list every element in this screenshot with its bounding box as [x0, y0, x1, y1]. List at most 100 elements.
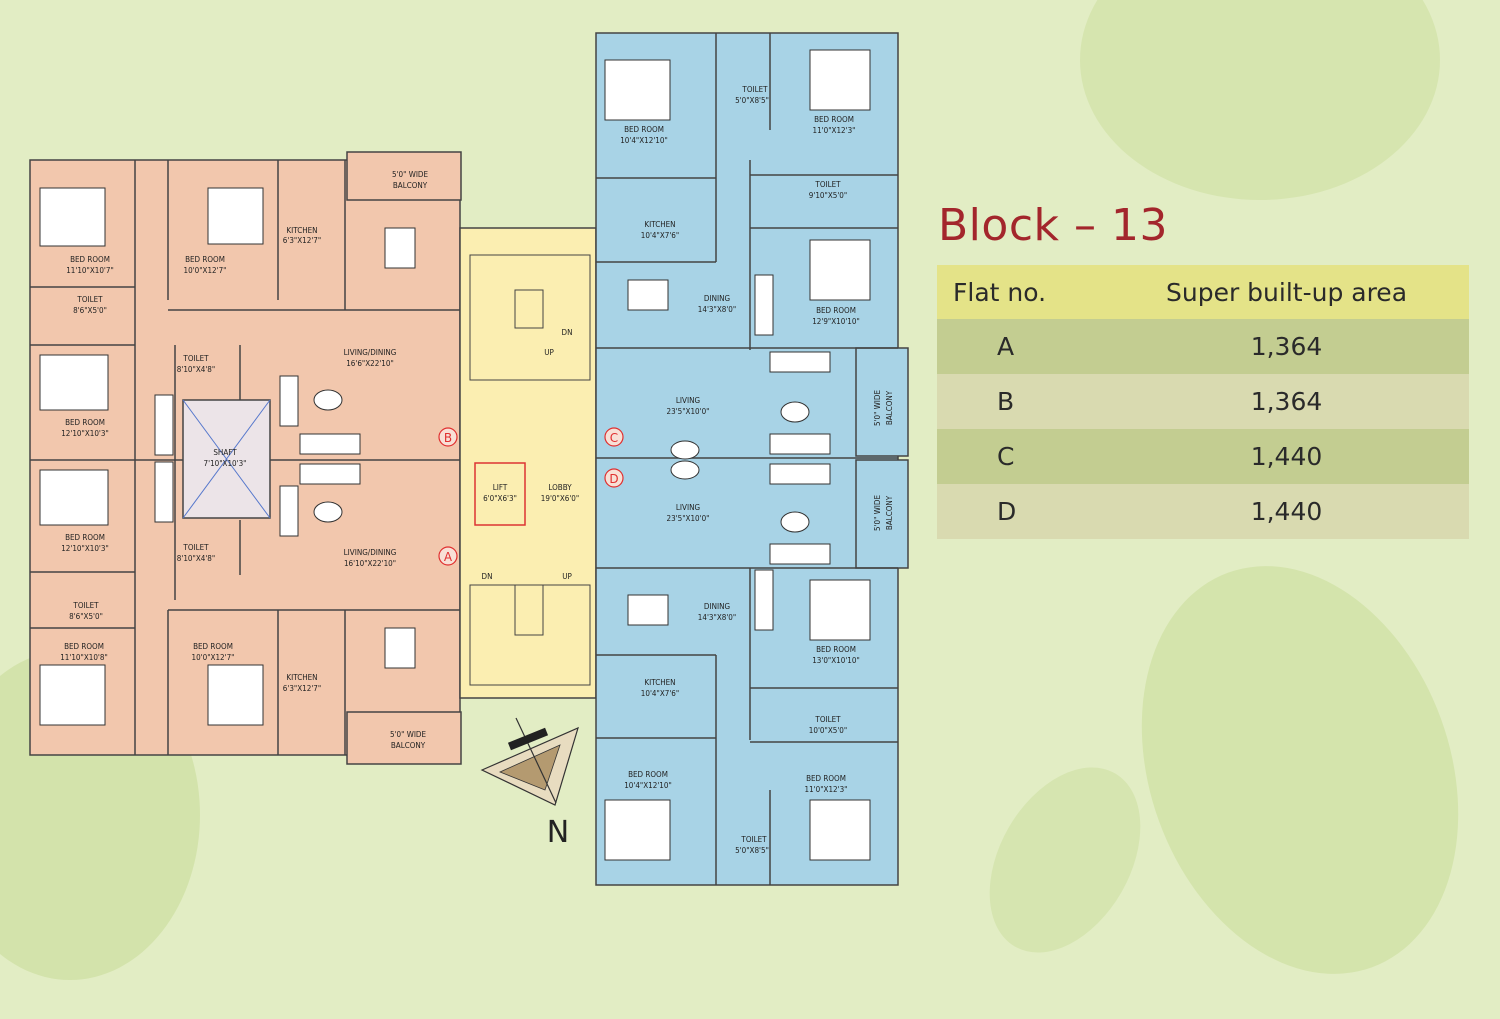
flat-marker-d [604, 468, 624, 488]
room-name: KITCHEN [644, 678, 675, 687]
flat-marker-c-label: C [610, 431, 618, 445]
room-name: TOILET [76, 295, 103, 304]
room-dim: 5'0"X8'5" [735, 846, 769, 855]
stair-label: DN [562, 328, 573, 337]
room-name: TOILET [814, 715, 841, 724]
room-dim: 12'10"X10'3" [61, 429, 109, 438]
room-dim: 16'6"X22'10" [346, 359, 394, 368]
room-dim: 10'4"X7'6" [641, 231, 679, 240]
flat-cell: C [937, 429, 1104, 484]
room-name: 5'0" WIDE [390, 730, 427, 739]
dining-table [627, 279, 669, 311]
dining-table [384, 627, 416, 669]
room-name: KITCHEN [286, 226, 317, 235]
dining-table [384, 227, 416, 269]
bed [809, 239, 871, 301]
room-dim: 8'10"X4'8" [177, 365, 215, 374]
compass-bar [507, 727, 549, 751]
stair-well-top [514, 289, 544, 329]
room-dim: 11'0"X12'3" [805, 785, 848, 794]
room-name: TOILET [814, 180, 841, 189]
area-cell: 1,440 [1104, 484, 1469, 539]
flat-cell: B [937, 374, 1104, 429]
table-row: A 1,364 [937, 319, 1469, 374]
coffee-table [780, 511, 810, 533]
room-dim: 16'10"X22'10" [344, 559, 396, 568]
bed [809, 579, 871, 641]
table-header-row: Flat no. Super built-up area [937, 265, 1469, 319]
room-dim: 23'5"X10'0" [667, 514, 710, 523]
table-row: C 1,440 [937, 429, 1469, 484]
room-name: BED ROOM [65, 533, 105, 542]
stair-label: UP [562, 572, 572, 581]
table-row: D 1,440 [937, 484, 1469, 539]
bed [39, 469, 109, 526]
room-name: BED ROOM [806, 774, 846, 783]
room-name: LOBBY [548, 483, 572, 492]
room-dim: 14'3"X8'0" [698, 305, 736, 314]
room-dim: 6'3"X12'7" [283, 236, 321, 245]
core-area [459, 227, 597, 699]
room-name: TOILET [182, 354, 209, 363]
room-name: LIVING/DINING [344, 348, 397, 357]
room-name: TOILET [72, 601, 99, 610]
compass-label: N [547, 815, 569, 850]
room-dim: 14'3"X8'0" [698, 613, 736, 622]
room-name: TOILET [740, 835, 767, 844]
room-dim: 10'4"X12'10" [624, 781, 672, 790]
coffee-table [780, 401, 810, 423]
room-name: BED ROOM [624, 125, 664, 134]
bed [809, 799, 871, 861]
balcony-top-left [346, 151, 462, 201]
column-header-area: Super built-up area [1104, 265, 1469, 319]
wardrobe [154, 394, 174, 456]
room-name: KITCHEN [644, 220, 675, 229]
shaft-cross [182, 399, 271, 519]
room-dim: 11'10"X10'7" [66, 266, 114, 275]
floor-plan: BED ROOM 11'10"X10'7" BED ROOM 10'0"X12'… [29, 32, 909, 886]
room-dim: 7'10"X10'3" [204, 459, 247, 468]
coffee-table [313, 501, 343, 523]
room-name: DINING [704, 602, 730, 611]
stair-top [469, 254, 591, 381]
room-dim: 23'5"X10'0" [667, 407, 710, 416]
room-dim: 12'9"X10'10" [812, 317, 860, 326]
sofa [769, 463, 831, 485]
sofa [299, 433, 361, 455]
compass-needle [515, 717, 557, 804]
bed [39, 354, 109, 411]
right-wing-outline [595, 32, 899, 886]
bed [809, 49, 871, 111]
table-row: B 1,364 [937, 374, 1469, 429]
room-dim: 10'0"X5'0" [809, 726, 847, 735]
room-dim: BALCONY [391, 741, 426, 750]
sofa-side [279, 375, 299, 427]
flat-cell: A [937, 319, 1104, 374]
bed [39, 664, 106, 726]
area-cell: 1,364 [1104, 374, 1469, 429]
room-dim: 8'6"X5'0" [69, 612, 103, 621]
room-dim: 10'4"X12'10" [620, 136, 668, 145]
room-name: LIVING/DINING [344, 548, 397, 557]
page-title: Block – 13 [938, 200, 1168, 251]
room-name: BED ROOM [193, 642, 233, 651]
room-name: TOILET [741, 85, 768, 94]
sofa [769, 351, 831, 373]
coffee-table [313, 389, 343, 411]
room-dim: 8'6"X5'0" [73, 306, 107, 315]
room-name: BED ROOM [816, 645, 856, 654]
flat-marker-b-label: B [444, 431, 452, 445]
room-dim: 10'0"X12'7" [184, 266, 227, 275]
room-name: BED ROOM [70, 255, 110, 264]
stair-well-bottom [514, 584, 544, 636]
room-dim: 11'0"X12'3" [813, 126, 856, 135]
compass-icon: N [480, 717, 579, 850]
room-dim: BALCONY [885, 390, 894, 425]
room-dim: 13'0"X10'10" [812, 656, 860, 665]
flat-cell: D [937, 484, 1104, 539]
room-dim: BALCONY [393, 181, 428, 190]
tv-unit [670, 460, 700, 480]
right-wing [595, 32, 909, 886]
room-dim: 8'10"X4'8" [177, 554, 215, 563]
bed [207, 187, 264, 245]
